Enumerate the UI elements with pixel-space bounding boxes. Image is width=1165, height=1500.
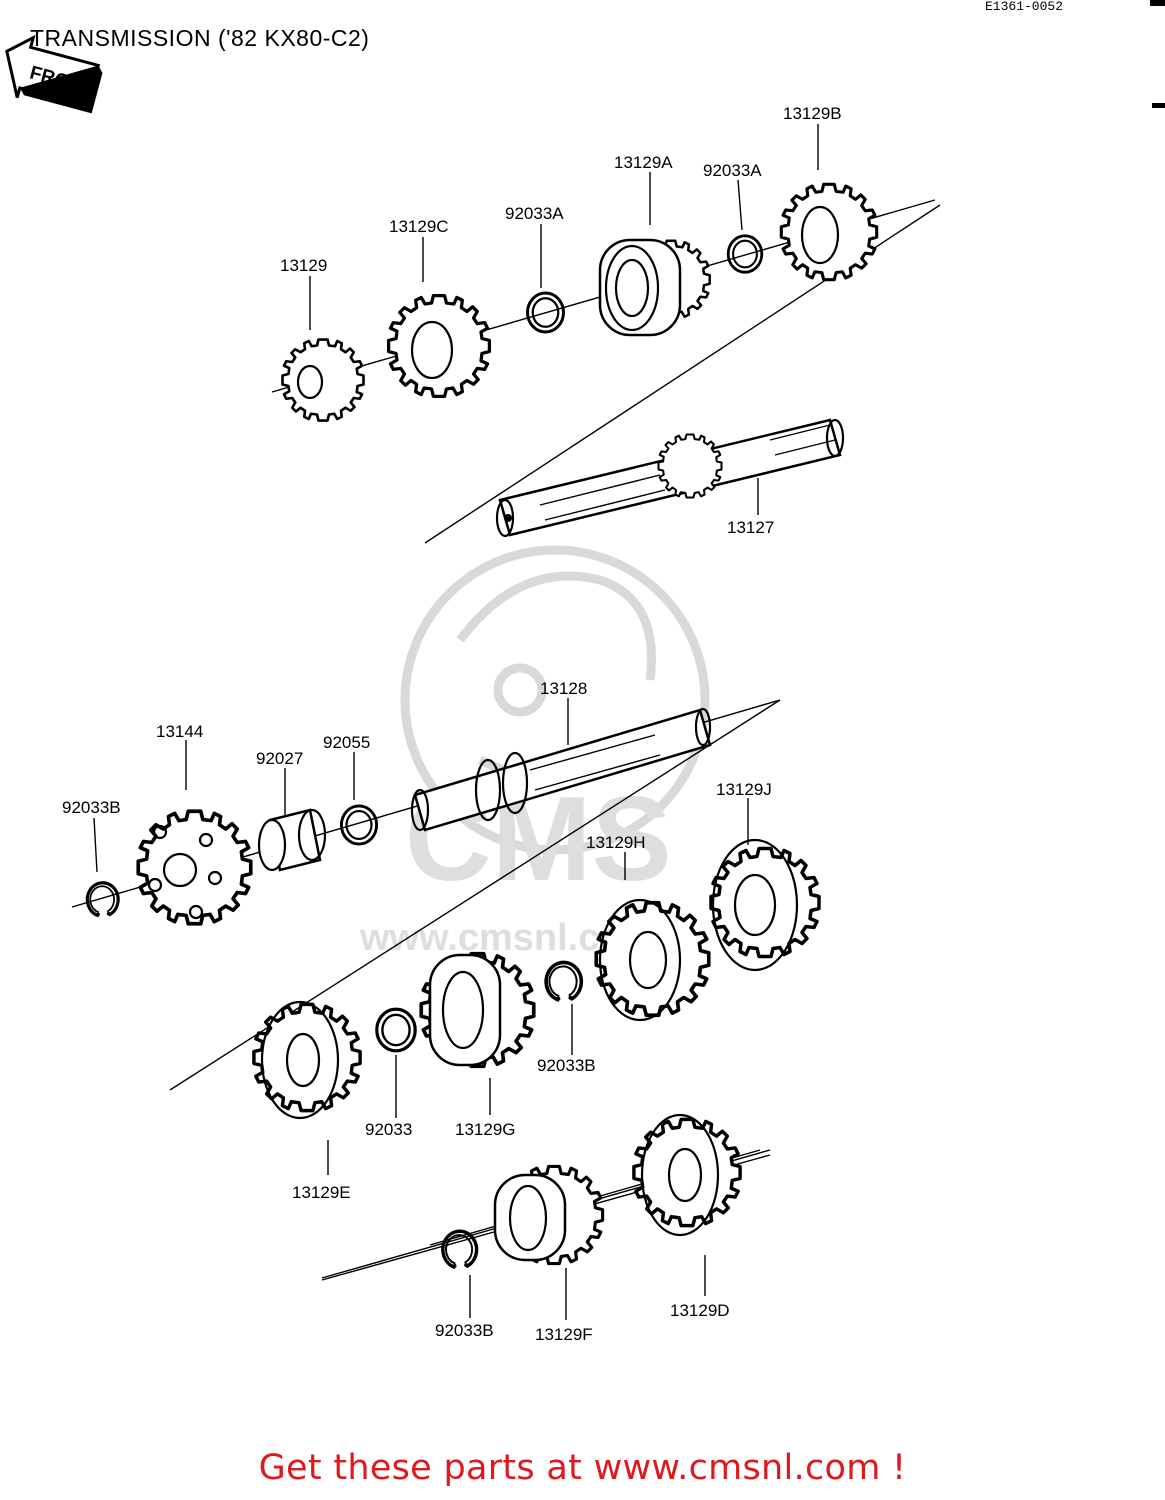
label-13129J[interactable]: 13129J <box>716 780 772 799</box>
ring-92055 <box>339 803 379 847</box>
label-13129H[interactable]: 13129H <box>586 833 646 852</box>
label-13144[interactable]: 13144 <box>156 722 203 741</box>
label-92055[interactable]: 92055 <box>323 733 370 752</box>
gear-13129F <box>493 1164 605 1266</box>
shaft-13127 <box>495 418 845 538</box>
label-13129[interactable]: 13129 <box>280 256 327 275</box>
collar-92027 <box>257 808 327 872</box>
gear-13129C <box>386 293 492 399</box>
label-13127[interactable]: 13127 <box>727 518 774 537</box>
label-92033B-3[interactable]: 92033B <box>435 1321 494 1340</box>
parts-diagram: CMS www.cmsnl.com FRONT TRANSMISSION ('8… <box>5 0 1165 1344</box>
circlip-92033B-1 <box>87 883 118 916</box>
label-92033[interactable]: 92033 <box>365 1120 412 1139</box>
label-13128[interactable]: 13128 <box>540 679 587 698</box>
gear-13129B <box>779 182 879 282</box>
label-13129A[interactable]: 13129A <box>614 153 673 172</box>
gear-13129G <box>421 954 534 1067</box>
gear-13129D <box>634 1113 740 1237</box>
sprocket-13144 <box>138 811 251 924</box>
label-92033B-1[interactable]: 92033B <box>62 798 121 817</box>
lower-shaft-group <box>321 1113 771 1281</box>
figure-code: E1361-0052 <box>985 0 1063 14</box>
label-92033A-1[interactable]: 92033A <box>505 204 564 223</box>
middle-shaft-group <box>71 699 819 1120</box>
label-92033B-2[interactable]: 92033B <box>537 1056 596 1075</box>
label-13129E[interactable]: 13129E <box>292 1183 351 1202</box>
label-92027[interactable]: 92027 <box>256 749 303 768</box>
label-13129C[interactable]: 13129C <box>389 217 449 236</box>
ring-92033A-2 <box>726 234 764 274</box>
page-title: TRANSMISSION ('82 KX80-C2) <box>30 25 369 51</box>
ring-92033 <box>374 1007 418 1053</box>
front-arrow: FRONT <box>5 34 103 114</box>
footer-cta-link[interactable]: Get these parts at www.cmsnl.com ! <box>258 1448 907 1488</box>
upper-shaft-group <box>271 182 941 544</box>
label-13129F[interactable]: 13129F <box>535 1325 593 1344</box>
leader-lines <box>93 124 819 1320</box>
label-92033A-2[interactable]: 92033A <box>703 161 762 180</box>
label-13129G[interactable]: 13129G <box>455 1120 516 1139</box>
label-13129D[interactable]: 13129D <box>670 1301 730 1320</box>
circlip-92033B-2 <box>546 962 581 1000</box>
gear-13129A <box>598 238 712 337</box>
label-13129B[interactable]: 13129B <box>783 104 842 123</box>
part-labels: 13129 13129C 92033A 13129A 92033A 13129B… <box>62 104 842 1344</box>
gear-13129J <box>711 838 819 972</box>
gear-13129H <box>596 898 709 1022</box>
gear-13129 <box>281 338 365 422</box>
shaft-13128 <box>410 707 712 832</box>
gear-13129E <box>254 1000 360 1120</box>
